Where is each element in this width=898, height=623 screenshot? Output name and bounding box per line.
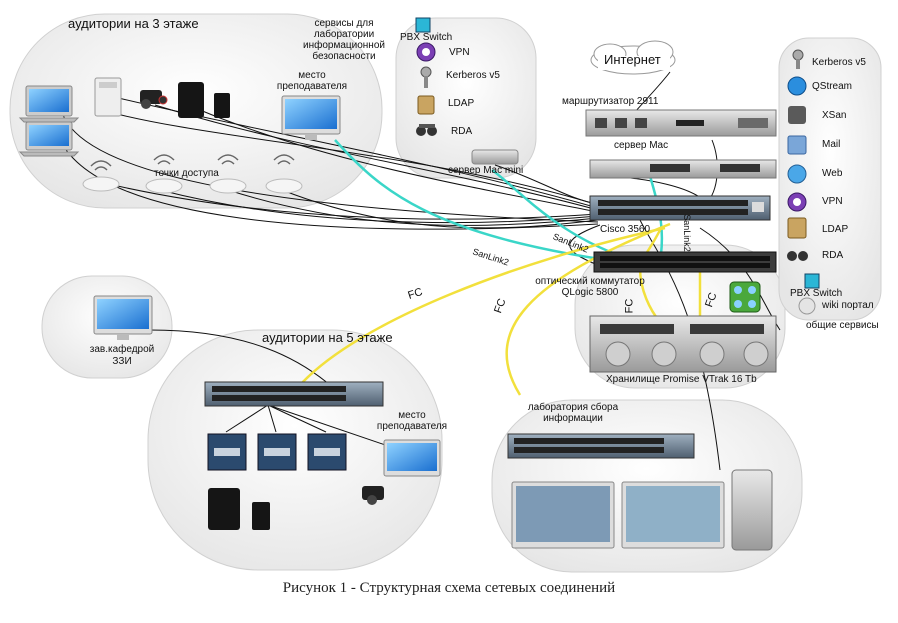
vpn-icon	[416, 42, 436, 62]
access-point-icon	[82, 160, 120, 192]
cisco-label: Cisco 3560	[600, 224, 651, 235]
ldap-icon	[787, 217, 807, 239]
access-points-label: точки доступа	[154, 168, 219, 179]
rda-icon	[416, 124, 437, 136]
service-mail: Mail	[822, 139, 841, 150]
storage-array-icon	[589, 315, 777, 373]
service-xsan: XSan	[822, 110, 847, 121]
service-kerberos: Kerberos v5	[812, 57, 866, 68]
floor5-label: аудитории на 5 этаже	[262, 330, 393, 345]
mail-icon	[787, 135, 807, 155]
xsan-icon	[788, 106, 806, 124]
phone-icon	[214, 93, 230, 118]
lab-label: лаборатория сбора информации	[527, 402, 619, 424]
xsan-cube-icon	[729, 281, 761, 313]
service-rda: RDA	[822, 250, 844, 261]
floor5-switch-icon	[204, 381, 384, 407]
service-qstream: QStream	[812, 81, 853, 92]
laptop-icon	[18, 85, 80, 123]
laptop-icon	[18, 121, 80, 157]
teacher-monitor-icon	[281, 95, 341, 140]
wiki-icon	[798, 297, 816, 315]
ldap-icon	[417, 95, 435, 115]
video-camera-icon	[362, 486, 384, 505]
internet-cloud-icon	[590, 40, 676, 75]
pbx-item-kerberos: Kerberos v5	[446, 70, 500, 81]
head-monitor-icon	[93, 295, 153, 340]
teacher-monitor-icon	[383, 439, 441, 477]
lab-monitor-icon	[511, 481, 615, 549]
vpn-icon	[787, 192, 807, 212]
teacher-top-label: место преподавателя	[276, 70, 348, 92]
mac-mini-label: сервер Mac mini	[448, 165, 524, 176]
sanlink-label-3: SanLink2	[681, 214, 692, 252]
tablet-icon	[208, 488, 240, 530]
web-icon	[787, 164, 807, 184]
pbx-switch-icon	[415, 17, 431, 33]
cisco-3560-switch-icon	[589, 195, 771, 221]
lab-monitor-icon	[621, 481, 725, 549]
qlogic-label: оптический коммутатор QLogic 5800	[535, 276, 645, 298]
pbx-switch-icon	[804, 273, 820, 289]
floor3-label: аудитории на 3 этаже	[68, 16, 199, 31]
mac-server-label: сервер Mac	[614, 140, 669, 151]
qlogic-switch-icon	[593, 251, 777, 273]
pbx-item-vpn: VPN	[449, 47, 470, 58]
figure-caption: Рисунок 1 - Структурная схема сетевых со…	[282, 580, 616, 596]
access-point-icon	[145, 154, 183, 194]
teacher-bottom-label: место преподавателя	[376, 410, 448, 432]
mac-pro-icon	[731, 469, 773, 551]
lab-switch-icon	[507, 433, 695, 459]
phone-icon	[252, 502, 270, 530]
kerberos-icon	[792, 49, 804, 69]
rda-icon	[787, 251, 808, 261]
tablet-icon	[178, 82, 204, 118]
video-camera-icon	[140, 90, 168, 109]
access-switch-icon	[307, 433, 347, 471]
access-switch-icon	[257, 433, 297, 471]
mac-mini-icon	[471, 149, 519, 165]
access-point-icon	[209, 154, 247, 194]
router-icon	[585, 109, 777, 137]
mac-server-icon	[589, 159, 777, 179]
storage-label: Хранилище Promise VTrak 16 Tb	[606, 374, 757, 385]
router-label: маршрутизатор 2911	[562, 96, 659, 107]
pbx-title: PBX Switch	[400, 32, 453, 43]
service-vpn: VPN	[822, 196, 843, 207]
head-of-dept-label: зав.кафедрой ЗЗИ	[89, 344, 155, 367]
kerberos-icon	[420, 66, 432, 88]
qstream-icon	[787, 76, 807, 96]
fc-label-3: FC	[623, 298, 636, 314]
pbx-item-rda: RDA	[451, 126, 473, 137]
service-wiki: wiki портал	[822, 300, 874, 311]
service-ldap: LDAP	[822, 224, 849, 235]
service-pbx: PBX Switch	[790, 288, 843, 299]
internet-label: Интернет	[604, 52, 661, 67]
service-web: Web	[822, 168, 843, 179]
access-switch-icon	[207, 433, 247, 471]
access-point-icon	[265, 154, 303, 194]
security-services-label: сервисы для лаборатории информационной б…	[303, 18, 385, 62]
services-footer: общие сервисы	[806, 320, 879, 331]
printer-icon	[94, 77, 122, 117]
pbx-item-ldap: LDAP	[448, 98, 475, 109]
